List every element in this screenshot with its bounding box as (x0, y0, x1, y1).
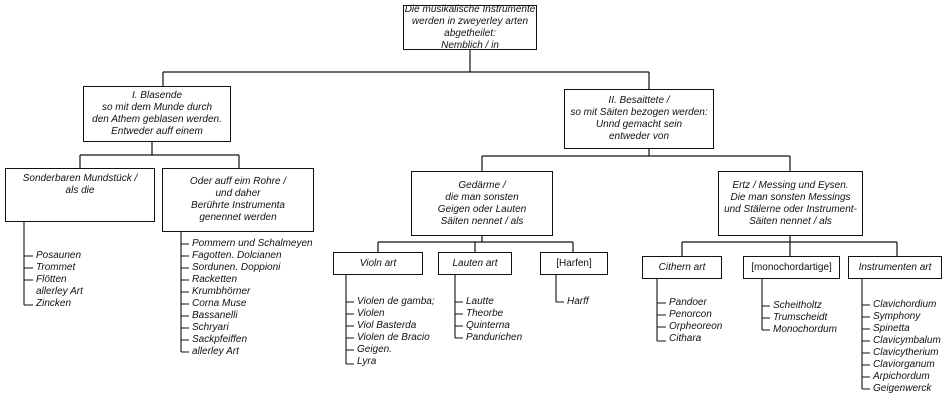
rohre-line: und daher (215, 188, 261, 199)
blasende-line: den Athem geblasen werden. (92, 114, 222, 125)
list-item: Arpichordum (873, 371, 930, 382)
list-item: Violen de gamba; (357, 296, 435, 307)
besaittete-box: II. Besaittete / so mit Säiten bezogen w… (564, 89, 714, 149)
rohre-box: Oder auff eim Rohre / und daher Berührte… (162, 168, 314, 232)
ertz-line: und Stälerne oder Instrument- (724, 203, 857, 215)
monochord-list: Scheitholtz Trumscheidt Monochordum (773, 300, 837, 336)
root-line: Nemblich / in (441, 39, 499, 51)
list-item: Spinetta (873, 323, 910, 334)
lauten-list: Lautte Theorbe Quinterna Pandurichen (466, 296, 522, 344)
list-item: Flötten (36, 274, 67, 285)
cithern-art-label: Cithern art (658, 261, 706, 273)
blasende-line: Entweder auff einem (111, 126, 203, 137)
root-box: Die musikalische Instrumente werden in z… (403, 3, 537, 51)
list-item: Cithara (669, 333, 702, 344)
blasende-line: I. Blasende (131, 90, 183, 101)
violn-list: Violen de gamba; Violen Viol Basterda Vi… (357, 296, 435, 368)
besaittete-line: Unnd gemacht sein (595, 119, 683, 130)
list-item: Sordunen. Doppioni (192, 262, 281, 273)
list-item: Trumscheidt (773, 312, 828, 323)
besaittete-line: entweder von (608, 131, 670, 142)
besaittete-line: II. Besaittete / (608, 95, 670, 106)
list-item: Lyra (357, 356, 377, 367)
list-item: Clavichordium (873, 299, 937, 310)
list-item: Pandurichen (466, 332, 523, 343)
harfen-list: Harff (567, 296, 589, 308)
mundstueck-line: Sonderbaren Mundstück / (22, 173, 138, 184)
blasende-box: I. Blasende so mit dem Munde durch den A… (83, 86, 231, 142)
list-item: Racketten (192, 274, 238, 285)
list-item: Fagotten. Dolcianen (192, 250, 282, 261)
monochord-box: [monochordartige] (743, 256, 840, 279)
rohre-list: Pommern und Schalmeyen Fagotten. Dolcian… (192, 238, 313, 358)
rohre-line: genennet werden (199, 212, 277, 223)
cithern-list: Pandoer Penorcon Orpheoreon Cithara (669, 297, 722, 345)
lauten-art-label: Lauten art (452, 257, 498, 269)
harfen-label: [Harfen] (556, 257, 592, 269)
list-item: Corna Muse (192, 298, 247, 309)
rohre-line: Oder auff eim Rohre / (189, 176, 287, 187)
list-item: Scheitholtz (773, 300, 822, 311)
gedaerme-line: Säiten nennet / als (440, 215, 524, 227)
besaittete-line: so mit Säiten bezogen werden: (570, 107, 708, 118)
list-item: Violen de Bracio (357, 332, 430, 343)
list-item: allerley Art (192, 346, 239, 357)
root-line: abgetheilet: (444, 27, 496, 39)
gedaerme-line: Geigen oder Lauten (437, 203, 527, 215)
list-item: Quinterna (466, 320, 510, 331)
list-item: Clavicymbalum (873, 335, 941, 346)
violn-art-box: Violn art (333, 252, 423, 275)
root-line: Die musikalische Instrumente (404, 3, 536, 15)
instrumenten-list: Clavichordium Symphony Spinetta Clavicym… (873, 299, 941, 395)
lauten-art-box: Lauten art (438, 252, 512, 275)
list-item: Penorcon (669, 309, 712, 320)
blasende-line: so mit dem Munde durch (101, 102, 213, 113)
list-item: Viol Basterda (357, 320, 417, 331)
gedaerme-line: die man sonsten (445, 191, 519, 203)
list-item: Schryari (192, 322, 229, 333)
gedaerme-line: Gedärme / (458, 179, 506, 191)
instrumenten-art-label: Instrumenten art (858, 261, 932, 273)
list-item: Krumbhörner (192, 286, 251, 297)
list-item: Sackpfeiffen (192, 334, 248, 345)
list-item: Harff (567, 296, 589, 307)
ertz-line: Ertz / Messing und Eysen. (732, 179, 849, 191)
gedaerme-box: Gedärme / die man sonsten Geigen oder La… (411, 171, 553, 236)
list-item: Geigen. (357, 344, 393, 355)
mundstueck-box: Sonderbaren Mundstück / als die (5, 168, 155, 222)
ertz-line: Die man sonsten Messings (730, 191, 851, 203)
ertz-box: Ertz / Messing und Eysen. Die man sonste… (718, 171, 863, 236)
list-item: Monochordum (773, 324, 837, 335)
list-item: Symphony (873, 311, 921, 322)
list-item: Clavicytherium (873, 347, 939, 358)
list-item: Theorbe (466, 308, 504, 319)
monochord-label: [monochordartige] (751, 261, 832, 273)
root-line: werden in zweyerley arten (411, 15, 529, 27)
list-item: Claviorganum (873, 359, 935, 370)
list-item: Orpheoreon (669, 321, 723, 332)
list-item: Zincken (36, 298, 72, 309)
list-item: Pandoer (669, 297, 707, 308)
list-item: Geigenwerck (873, 383, 932, 394)
list-item: Violen (357, 308, 385, 319)
harfen-box: [Harfen] (540, 252, 608, 275)
list-item: Bassanelli (192, 310, 238, 321)
violn-art-label: Violn art (359, 257, 397, 269)
mundstueck-line: als die (65, 185, 95, 196)
ertz-line: Säiten nennet / als (749, 215, 832, 227)
list-item: Trommet (36, 262, 76, 273)
list-item: Posaunen (36, 250, 82, 261)
list-item: allerley Art (36, 286, 83, 297)
mundstueck-list: Posaunen Trommet Flötten allerley Art Zi… (36, 250, 83, 310)
instrumenten-art-box: Instrumenten art (848, 256, 942, 279)
list-item: Pommern und Schalmeyen (192, 238, 313, 249)
cithern-art-box: Cithern art (642, 256, 722, 279)
list-item: Lautte (466, 296, 494, 307)
rohre-line: Berührte Instrumenta (191, 200, 285, 211)
